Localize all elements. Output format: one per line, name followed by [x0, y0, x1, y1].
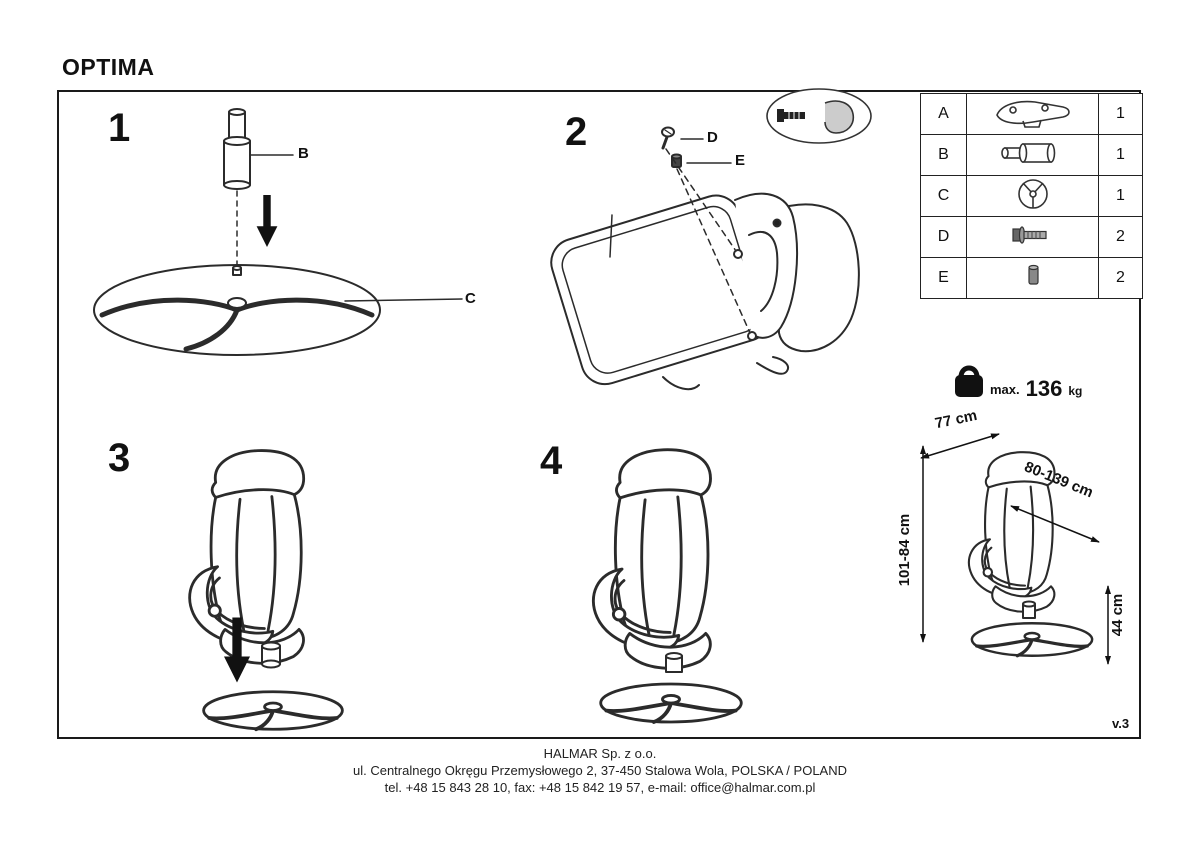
- sleeve-icon: [1027, 264, 1039, 285]
- step-3-number: 3: [108, 436, 131, 480]
- step-3-drawing: [188, 449, 345, 732]
- seat-height-dim-label: 44 cm: [1109, 594, 1126, 637]
- width-dim-label: 77 cm: [933, 407, 978, 432]
- part-label-b: B: [298, 145, 309, 162]
- swivel-mechanism-icon: [995, 100, 1070, 128]
- part-qty: 1: [1098, 175, 1143, 217]
- base-drawing: [598, 682, 744, 724]
- table-row: B 1: [920, 134, 1143, 176]
- footer-company: HALMAR Sp. z o.o.: [543, 746, 657, 761]
- gas-lift-cylinder-icon: [1000, 142, 1055, 163]
- chair-drawing: [188, 449, 306, 665]
- part-id: D: [920, 216, 967, 258]
- page-title: OPTIMA: [62, 54, 155, 80]
- label-c-leader: [344, 298, 463, 302]
- gas-lift-cylinder: [223, 108, 251, 190]
- part-qty: 2: [1098, 257, 1143, 299]
- footer-address: ul. Centralnego Okręgu Przemysłowego 2, …: [352, 763, 847, 778]
- bolt-icon: [777, 109, 805, 122]
- chair-drawing: [591, 448, 713, 670]
- width-dim-arrow: [920, 433, 1000, 459]
- part-id: C: [920, 175, 967, 217]
- table-row: E 2: [920, 257, 1143, 299]
- part-label-c: C: [465, 290, 476, 307]
- screw-guide-dashed-2: [676, 168, 751, 334]
- table-row: D 2: [920, 216, 1143, 258]
- base-drawing: [93, 264, 381, 356]
- parts-table: A 1 B: [920, 93, 1143, 299]
- armrest-frame: [734, 192, 798, 339]
- foot-piece: [756, 356, 789, 375]
- part-qty: 1: [1098, 93, 1143, 135]
- down-arrow-icon: [256, 195, 278, 247]
- part-qty: 2: [1098, 216, 1143, 258]
- screw-icon: [1011, 225, 1047, 244]
- max-weight-label: max.: [990, 382, 1020, 397]
- step-4-drawing: [591, 448, 744, 724]
- screw-hole-upper: [733, 249, 743, 259]
- table-row: C 1: [920, 175, 1143, 217]
- screw-d-icon: [661, 126, 675, 150]
- base-drawing: [970, 621, 1094, 658]
- screw-guide-dashed-1: [665, 148, 737, 252]
- armrest-frame-inner: [748, 230, 779, 312]
- part-id: A: [920, 93, 967, 135]
- table-row: A 1: [920, 93, 1143, 135]
- max-weight: max. 136 kg: [952, 360, 1082, 400]
- sleeve-e-icon: [671, 153, 682, 168]
- diagram-border: [57, 90, 1141, 739]
- dimensions-drawing: 77 cm 101-84 cm 80-139 cm 44 cm: [896, 407, 1126, 665]
- bracket-icon: [824, 100, 855, 134]
- part-label-d: D: [707, 129, 718, 146]
- step-4-number: 4: [540, 439, 563, 483]
- base-drawing: [201, 689, 345, 732]
- base-top-view-icon: [1017, 178, 1048, 209]
- part-id: B: [920, 134, 967, 176]
- weight-icon: [955, 365, 983, 397]
- fitted-bolt: [772, 218, 782, 228]
- stem: [1022, 600, 1036, 619]
- step-2-number: 2: [565, 110, 588, 154]
- depth-dim-arrow: [1010, 505, 1100, 543]
- max-weight-value: 136: [1025, 376, 1063, 401]
- part-qty: 1: [1098, 134, 1143, 176]
- max-weight-unit: kg: [1068, 384, 1083, 398]
- stem: [665, 652, 683, 673]
- step-1-number: 1: [108, 106, 131, 150]
- step-1-drawing: [93, 108, 463, 356]
- part-label-e: E: [735, 152, 746, 169]
- hardware-detail-bubble: [766, 88, 872, 144]
- screw-hole-lower: [747, 331, 757, 341]
- height-dim-label: 101-84 cm: [896, 514, 913, 587]
- step-2-drawing: [550, 126, 860, 391]
- stem: [261, 641, 281, 669]
- part-id: E: [920, 257, 967, 299]
- version-label: v.3: [1112, 716, 1130, 731]
- arm-bottom-piece: [662, 376, 700, 391]
- footer-contact: tel. +48 15 843 28 10, fax: +48 15 842 1…: [384, 780, 816, 795]
